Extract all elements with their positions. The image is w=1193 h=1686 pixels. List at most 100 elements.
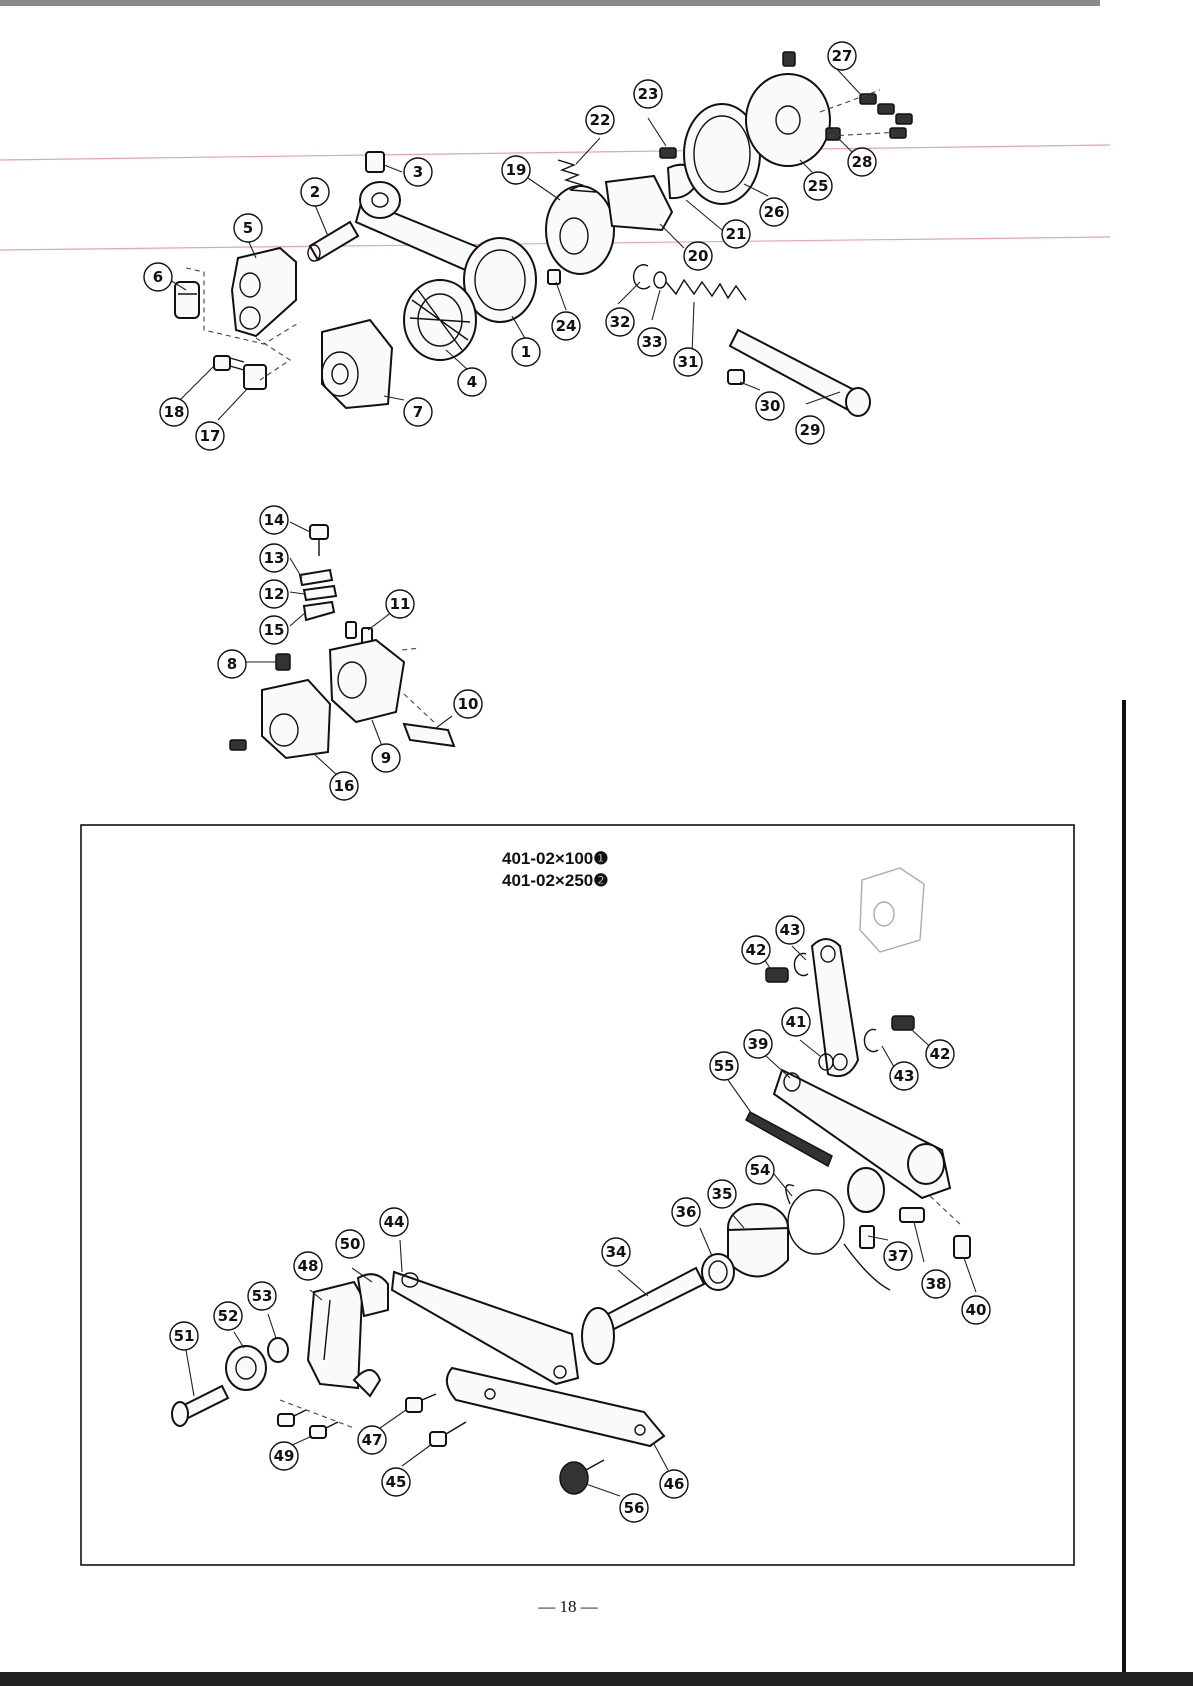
part-12-plate [304, 586, 336, 600]
callout-26-label: 26 [764, 203, 785, 221]
part-30-screw [728, 370, 744, 384]
callout-36-label: 36 [676, 1203, 697, 1221]
part-20-cam [606, 176, 672, 230]
callout-2-label: 2 [310, 183, 320, 201]
callout-35: 35 [708, 1180, 736, 1208]
callout-30-label: 30 [760, 397, 781, 415]
callout-21: 21 [722, 220, 750, 248]
callout-38: 38 [922, 1270, 950, 1298]
callout-7-label: 7 [413, 403, 423, 421]
part-19-disc [546, 186, 614, 274]
part-43-ering-right [864, 1030, 878, 1052]
callout-25: 25 [804, 172, 832, 200]
callout-47-label: 47 [362, 1431, 383, 1449]
callout-27: 27 [828, 42, 856, 70]
part-33-washer [654, 272, 666, 288]
callout-18: 18 [160, 398, 188, 426]
boxed-assembly [172, 868, 976, 1496]
callout-30: 30 [756, 392, 784, 420]
callout-50-label: 50 [340, 1235, 361, 1253]
callout-47: 47 [358, 1426, 386, 1454]
callout-52-label: 52 [218, 1307, 239, 1325]
callout-49: 49 [270, 1442, 298, 1470]
callout-23-label: 23 [638, 85, 659, 103]
part-17-block [244, 365, 266, 389]
callout-18-label: 18 [164, 403, 185, 421]
part-3-screw [366, 152, 384, 172]
part-18-screw [214, 356, 244, 370]
part-42-screw-left [766, 968, 788, 982]
part-56-thumbscrew [560, 1460, 604, 1494]
part-38-screw [900, 1208, 924, 1222]
callout-40: 40 [962, 1296, 990, 1324]
callout-56-label: 56 [624, 1499, 645, 1517]
callout-17: 17 [196, 422, 224, 450]
callout-43-right-label: 43 [894, 1067, 915, 1085]
part-2-pin [308, 222, 358, 261]
bottom-scan-edge [0, 1672, 1193, 1686]
callout-54-label: 54 [750, 1161, 771, 1179]
callout-3: 3 [404, 158, 432, 186]
callout-37: 37 [884, 1242, 912, 1270]
callout-48: 48 [294, 1252, 322, 1280]
part-51-screw [172, 1386, 228, 1426]
callout-9-label: 9 [381, 749, 391, 767]
callout-15-label: 15 [264, 621, 285, 639]
callout-36: 36 [672, 1198, 700, 1226]
callout-29: 29 [796, 416, 824, 444]
part-7-eccentric [322, 320, 392, 408]
callout-1-label: 1 [521, 343, 531, 361]
callout-3-label: 3 [413, 163, 423, 181]
callout-42-left: 42 [742, 936, 770, 964]
callout-53: 53 [248, 1282, 276, 1310]
part-52-knurled-nut [226, 1346, 266, 1390]
callout-16: 16 [330, 772, 358, 800]
callout-32: 32 [606, 308, 634, 336]
callout-24: 24 [552, 312, 580, 340]
callout-43-right: 43 [890, 1062, 918, 1090]
callout-12: 12 [260, 580, 288, 608]
callout-31-label: 31 [678, 353, 699, 371]
part-23-pin [660, 148, 676, 158]
callout-20-label: 20 [688, 247, 709, 265]
callout-10: 10 [454, 690, 482, 718]
callout-28: 28 [848, 148, 876, 176]
callout-7: 7 [404, 398, 432, 426]
callout-10-label: 10 [458, 695, 479, 713]
callout-51-label: 51 [174, 1327, 195, 1345]
callout-2: 2 [301, 178, 329, 206]
callout-20: 20 [684, 242, 712, 270]
callout-55-label: 55 [714, 1057, 735, 1075]
callout-43-left-label: 43 [780, 921, 801, 939]
callout-46: 46 [660, 1470, 688, 1498]
callout-32-label: 32 [610, 313, 631, 331]
callout-26: 26 [760, 198, 788, 226]
part-5-clamp [232, 248, 296, 336]
callout-29-label: 29 [800, 421, 821, 439]
callout-50: 50 [336, 1230, 364, 1258]
callout-37-label: 37 [888, 1247, 909, 1265]
callout-44-label: 44 [384, 1213, 405, 1231]
callout-14-label: 14 [264, 511, 285, 529]
callout-42-right: 42 [926, 1040, 954, 1068]
top-assembly [170, 52, 912, 420]
callout-4-label: 4 [467, 373, 477, 391]
callout-24-label: 24 [556, 317, 577, 335]
part-25-cover [746, 52, 830, 166]
page-right-margin [1100, 0, 1193, 1686]
callout-54: 54 [746, 1156, 774, 1184]
page-edge-line [1122, 700, 1126, 1686]
model-line-1: 401-02×100❶ [502, 849, 608, 868]
callout-22: 22 [586, 106, 614, 134]
callout-31: 31 [674, 348, 702, 376]
part-9-holder [330, 640, 404, 722]
part-29-shaft [730, 330, 870, 416]
callout-40-label: 40 [966, 1301, 987, 1319]
part-27-screws [860, 94, 912, 138]
top-scan-edge [0, 0, 1193, 6]
callout-55: 55 [710, 1052, 738, 1080]
callout-19: 19 [502, 156, 530, 184]
callout-39: 39 [744, 1030, 772, 1058]
callout-45-label: 45 [386, 1473, 407, 1491]
part-6-bolt [175, 282, 199, 318]
